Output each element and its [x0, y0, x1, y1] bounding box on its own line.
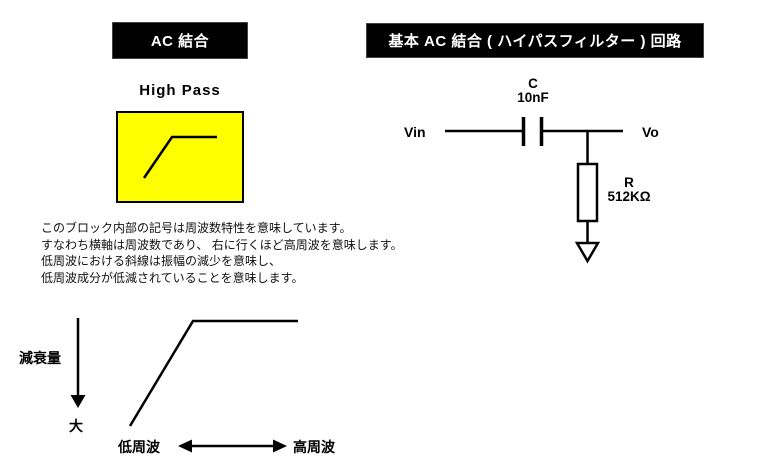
input-voltage-label: Vin [404, 124, 426, 140]
right-section-header-label: 基本 AC 結合 ( ハイパスフィルター ) 回路 [388, 33, 682, 50]
down-arrow-icon [70, 318, 86, 408]
resistor-value: 512KΩ [607, 188, 651, 204]
description-text: このブロック内部の記号は周波数特性を意味しています。 すなわち横軸は周波数であり… [41, 220, 403, 286]
description-line-2: すなわち横軸は周波数であり、 右に行くほど高周波を意味します。 [41, 237, 403, 252]
response-curve [128, 319, 298, 427]
resistor-label: R 512KΩ [598, 176, 660, 203]
frequency-response-graph [70, 318, 298, 453]
capacitor-value: 10nF [517, 89, 549, 105]
ground-icon [574, 241, 601, 264]
left-section-header-label: AC 結合 [150, 33, 210, 50]
description-line-1: このブロック内部の記号は周波数特性を意味しています。 [41, 221, 352, 235]
output-voltage-label: Vo [642, 124, 659, 140]
capacitor-label: C 10nF [503, 77, 563, 104]
left-section-header: AC 結合 [112, 22, 248, 59]
resistor-icon [576, 162, 599, 223]
capacitor-icon [521, 117, 544, 146]
graph-x-left-label: 低周波 [118, 439, 160, 455]
highpass-block-symbol [116, 111, 244, 203]
resistor-name: R [624, 175, 634, 190]
highpass-block-title: High Pass [139, 82, 221, 99]
description-line-3: 低周波における斜線は振幅の減少を意味し、 [41, 254, 282, 268]
rc-circuit-drawing [445, 117, 623, 264]
right-section-header: 基本 AC 結合 ( ハイパスフィルター ) 回路 [366, 23, 704, 58]
highpass-curve-icon [142, 135, 217, 179]
capacitor-name: C [528, 76, 538, 91]
graph-x-right-label: 高周波 [293, 439, 335, 455]
description-line-4: 低周波成分が低減されていることを意味します。 [41, 270, 304, 285]
double-arrow-icon [178, 439, 287, 453]
graph-y-direction-label: 大 [69, 418, 83, 434]
graph-y-axis-label: 減衰量 [19, 350, 61, 366]
